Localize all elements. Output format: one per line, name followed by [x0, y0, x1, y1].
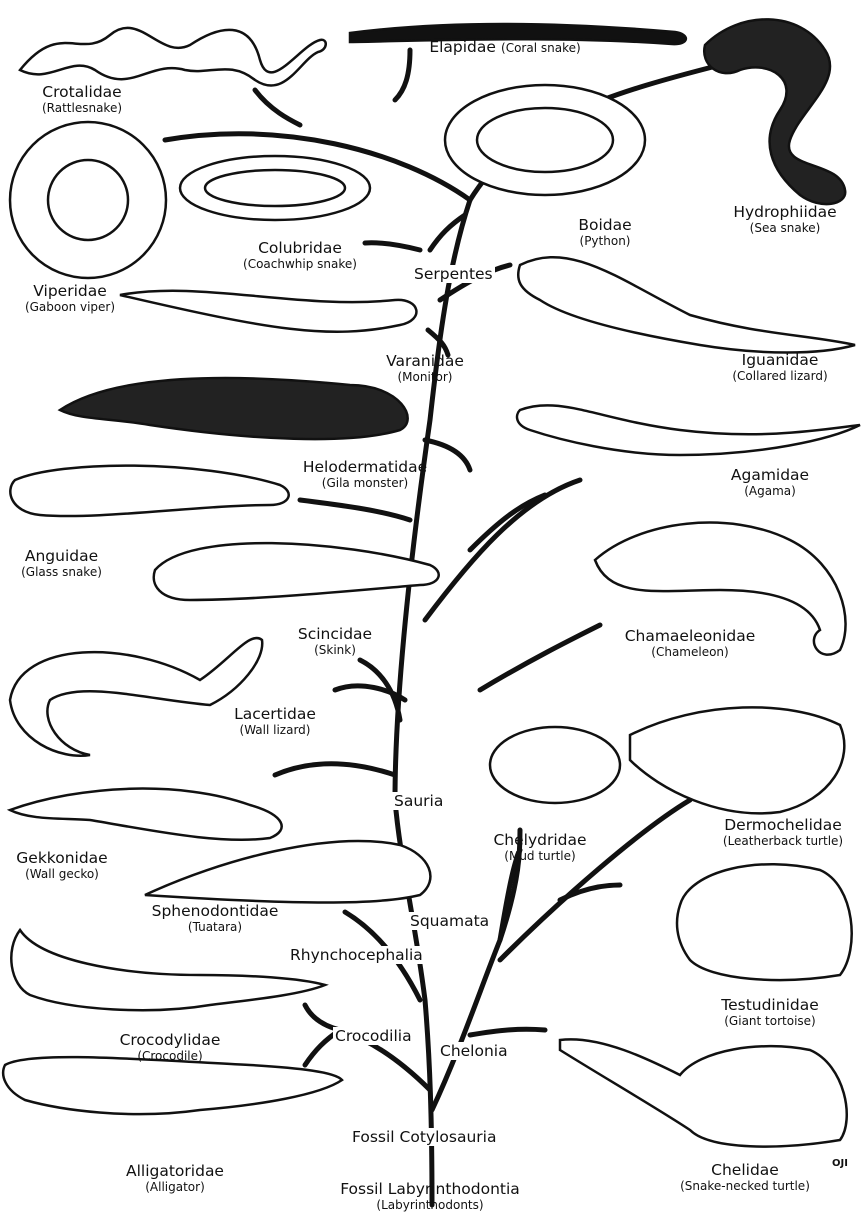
common-name: (Agama)	[715, 485, 825, 499]
label-hydrophiidae: Hydrophiidae (Sea snake)	[720, 204, 850, 236]
family-name: Gekkonidae	[2, 850, 122, 868]
tuatara-image	[145, 841, 430, 902]
sea-snake-image	[704, 19, 845, 204]
family-name: Hydrophiidae	[720, 204, 850, 222]
common-name: (Snake-necked turtle)	[660, 1180, 830, 1194]
rattlesnake-image	[20, 28, 326, 86]
common-name: (Coachwhip snake)	[225, 258, 375, 272]
label-agamidae: Agamidae (Agama)	[715, 467, 825, 499]
common-name: (Gila monster)	[290, 477, 440, 491]
group-rhynchocephalia: Rhynchocephalia	[288, 946, 425, 964]
family-name: Helodermatidae	[290, 459, 440, 477]
common-name: (Gaboon viper)	[10, 301, 130, 315]
gecko-image	[10, 789, 282, 840]
family-name: Alligatoridae	[105, 1163, 245, 1181]
agama-image	[517, 405, 860, 455]
common-name: (Crocodile)	[100, 1050, 240, 1064]
family-name: Elapidae	[429, 38, 496, 56]
family-name: Lacertidae	[220, 706, 330, 724]
label-chamaeleonidae: Chamaeleonidae (Chameleon)	[615, 628, 765, 660]
wall-lizard-image	[10, 638, 262, 756]
label-sphenodontidae: Sphenodontidae (Tuatara)	[140, 903, 290, 935]
family-name: Crocodylidae	[100, 1032, 240, 1050]
glass-snake-image	[10, 466, 288, 516]
family-name: Testudinidae	[705, 997, 835, 1015]
label-crotalidae: Crotalidae (Rattlesnake)	[22, 84, 142, 116]
common-name: (Giant tortoise)	[705, 1015, 835, 1029]
label-gekkonidae: Gekkonidae (Wall gecko)	[2, 850, 122, 882]
common-name: (Wall gecko)	[2, 868, 122, 882]
label-boidae: Boidae (Python)	[555, 217, 655, 249]
family-name: Colubridae	[225, 240, 375, 258]
crocodile-image	[11, 930, 325, 1010]
common-name: (Leatherback turtle)	[705, 835, 861, 849]
label-colubridae: Colubridae (Coachwhip snake)	[225, 240, 375, 272]
group-chelonia: Chelonia	[438, 1042, 510, 1060]
label-anguidae: Anguidae (Glass snake)	[4, 548, 119, 580]
group-crocodilia: Crocodilia	[333, 1027, 414, 1045]
label-iguanidae: Iguanidae (Collared lizard)	[700, 352, 860, 384]
gila-monster-image	[60, 378, 408, 439]
skink-image	[154, 543, 439, 600]
mud-turtle-image	[490, 727, 620, 803]
group-squamata: Squamata	[408, 912, 491, 930]
group-common-name: (Labyrinthodonts)	[315, 1199, 545, 1213]
monitor-image	[120, 291, 416, 332]
family-name: Scincidae	[285, 626, 385, 644]
common-name: (Monitor)	[375, 371, 475, 385]
common-name: (Coral snake)	[501, 41, 581, 55]
family-name: Chelydridae	[480, 832, 600, 850]
group-name: Fossil Labyrinthodontia	[315, 1181, 545, 1199]
common-name: (Sea snake)	[720, 222, 850, 236]
family-name: Crotalidae	[22, 84, 142, 102]
label-chelidae: Chelidae (Snake-necked turtle)	[660, 1162, 830, 1194]
family-name: Chelidae	[660, 1162, 830, 1180]
group-serpentes: Serpentes	[412, 265, 495, 283]
label-lacertidae: Lacertidae (Wall lizard)	[220, 706, 330, 738]
family-name: Agamidae	[715, 467, 825, 485]
common-name: (Skink)	[285, 644, 385, 658]
family-name: Dermochelidae	[705, 817, 861, 835]
group-labyrinthodontia: Fossil Labyrinthodontia (Labyrinthodonts…	[315, 1181, 545, 1213]
alligator-image	[3, 1057, 342, 1114]
common-name: (Alligator)	[105, 1181, 245, 1195]
family-name: Iguanidae	[700, 352, 860, 370]
label-dermochelidae: Dermochelidae (Leatherback turtle)	[705, 817, 861, 849]
label-helodermatidae: Helodermatidae (Gila monster)	[290, 459, 440, 491]
family-name: Chamaeleonidae	[615, 628, 765, 646]
group-sauria: Sauria	[392, 792, 445, 810]
common-name: (Python)	[555, 235, 655, 249]
family-name: Viperidae	[10, 283, 130, 301]
family-name: Boidae	[555, 217, 655, 235]
common-name: (Glass snake)	[4, 566, 119, 580]
artist-signature: OJI	[832, 1158, 848, 1169]
family-name: Anguidae	[4, 548, 119, 566]
common-name: (Chameleon)	[615, 646, 765, 660]
label-elapidae: Elapidae (Coral snake)	[410, 38, 600, 57]
leatherback-image	[630, 707, 844, 813]
label-alligatoridae: Alligatoridae (Alligator)	[105, 1163, 245, 1195]
common-name: (Mud turtle)	[480, 850, 600, 864]
label-scincidae: Scincidae (Skink)	[285, 626, 385, 658]
family-name: Sphenodontidae	[140, 903, 290, 921]
common-name: (Collared lizard)	[700, 370, 860, 384]
common-name: (Tuatara)	[140, 921, 290, 935]
collared-lizard-image	[518, 257, 855, 352]
group-cotylosauria: Fossil Cotylosauria	[350, 1128, 498, 1146]
label-varanidae: Varanidae (Monitor)	[375, 353, 475, 385]
label-chelydridae: Chelydridae (Mud turtle)	[480, 832, 600, 864]
snake-necked-turtle-image	[560, 1039, 847, 1146]
common-name: (Wall lizard)	[220, 724, 330, 738]
label-testudinidae: Testudinidae (Giant tortoise)	[705, 997, 835, 1029]
label-crocodylidae: Crocodylidae (Crocodile)	[100, 1032, 240, 1064]
label-viperidae: Viperidae (Gaboon viper)	[10, 283, 130, 315]
family-name: Varanidae	[375, 353, 475, 371]
common-name: (Rattlesnake)	[22, 102, 142, 116]
giant-tortoise-image	[677, 864, 852, 980]
